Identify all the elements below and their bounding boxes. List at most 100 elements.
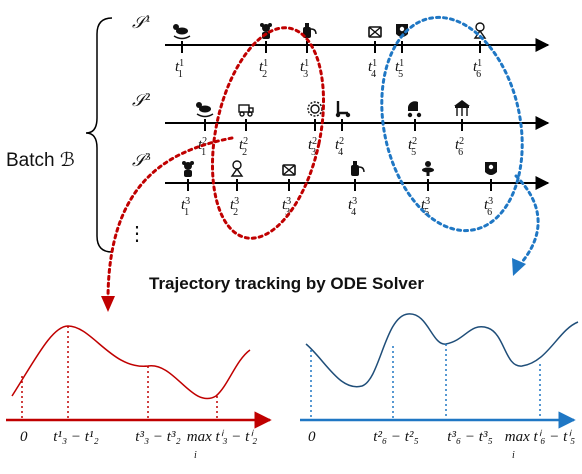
red-trajectory-plot: 0 t¹₃ − t¹₂ t³₃ − t³₂ max tⁱ₃ − tⁱ₂ i <box>6 325 272 461</box>
event-position-index: 3 <box>311 147 316 158</box>
tick-label-text: t³₃ − t³₂ <box>135 429 180 445</box>
event-seq-index: 3 <box>234 196 239 207</box>
sequence-name: 𝒮1 <box>132 13 151 32</box>
event-position-index: 6 <box>487 207 492 218</box>
event-seq-index: 1 <box>372 58 377 69</box>
tick-label-text: 0 <box>308 429 316 445</box>
event-position-index: 3 <box>303 69 308 80</box>
red-group-ellipse <box>210 26 326 240</box>
max-subscript: i <box>194 450 197 461</box>
caption: Trajectory tracking by ODE Solver <box>149 274 424 293</box>
blue-connector-arrow <box>514 174 540 264</box>
tick-label: max tⁱ₆ − tⁱ₅ <box>505 429 576 445</box>
tick-label: t³₃ − t³₂ <box>135 429 180 445</box>
scooter-icon <box>335 101 351 118</box>
event-position-index: 5 <box>424 207 429 218</box>
batch-brace <box>85 17 113 253</box>
rocking-horse-icon <box>173 24 191 40</box>
red-connector-arrowhead <box>101 296 115 312</box>
sequence-index: 2 <box>145 91 151 103</box>
lion-toy-icon <box>307 101 323 117</box>
event-seq-index: 3 <box>488 196 493 207</box>
bib-icon <box>396 24 408 37</box>
event-position-index: 2 <box>233 207 238 218</box>
event-position-index: 1 <box>201 147 206 158</box>
toy-drum-icon <box>368 26 382 38</box>
blue-tick-labels: 0 t²₆ − t²₅ t³₆ − t³₅ max tⁱ₆ − tⁱ₅ i <box>308 429 575 461</box>
event-seq-index: 3 <box>352 196 357 207</box>
event-seq-index: 3 <box>185 196 190 207</box>
event-position-index: 2 <box>262 69 267 80</box>
event-position-index: 4 <box>371 69 376 80</box>
max-subscript: i <box>512 450 515 461</box>
more-sequences-ellipsis: ⋮ <box>127 223 147 245</box>
tick-label-text: t²₆ − t²₅ <box>373 429 418 445</box>
toy-doll-icon <box>230 160 244 177</box>
carousel-icon <box>454 100 470 116</box>
pacifier-icon <box>422 161 434 176</box>
event-position-index: 4 <box>351 207 356 218</box>
tick-label: t³₆ − t³₅ <box>447 429 492 445</box>
event-position-index: 3 <box>285 207 290 218</box>
event-position-index: 1 <box>178 69 183 80</box>
tick-label-text: max tⁱ₆ − tⁱ₅ <box>505 429 576 445</box>
event-seq-index: 1 <box>304 58 309 69</box>
tick-label: 0 <box>20 429 28 445</box>
tick-label-text: 0 <box>20 429 28 445</box>
event-position-index: 5 <box>398 69 403 80</box>
event-seq-index: 3 <box>286 196 291 207</box>
stroller-icon <box>407 101 422 118</box>
event-seq-index: 3 <box>425 196 430 207</box>
tick-label-text: max tⁱ₃ − tⁱ₂ <box>187 429 258 445</box>
event-seq-index: 2 <box>459 136 464 147</box>
sequence-index: 1 <box>145 13 151 25</box>
event-seq-index: 2 <box>202 136 207 147</box>
event-seq-index: 1 <box>263 58 268 69</box>
tick-label: max tⁱ₃ − tⁱ₂ <box>187 429 258 445</box>
toy-drum-icon <box>282 164 296 176</box>
blue-trajectory-plot: 0 t²₆ − t²₅ t³₆ − t³₅ max tⁱ₆ − tⁱ₅ i <box>300 313 579 461</box>
tick-label: t¹₃ − t¹₂ <box>53 429 98 445</box>
tick-label: t²₆ − t²₅ <box>373 429 418 445</box>
sequence-name: 𝒮3 <box>132 151 151 170</box>
event-position-index: 6 <box>458 147 463 158</box>
sequence-index: 3 <box>145 151 151 163</box>
event-seq-index: 1 <box>399 58 404 69</box>
tick-label-text: t³₆ − t³₅ <box>447 429 492 445</box>
event-position-index: 1 <box>184 207 189 218</box>
event-seq-index: 2 <box>312 136 317 147</box>
red-trajectory-curve <box>11 325 251 400</box>
event-position-index: 2 <box>242 147 247 158</box>
sequence-name: 𝒮2 <box>132 91 151 110</box>
event-seq-index: 1 <box>179 58 184 69</box>
rocking-horse-icon <box>196 102 214 118</box>
